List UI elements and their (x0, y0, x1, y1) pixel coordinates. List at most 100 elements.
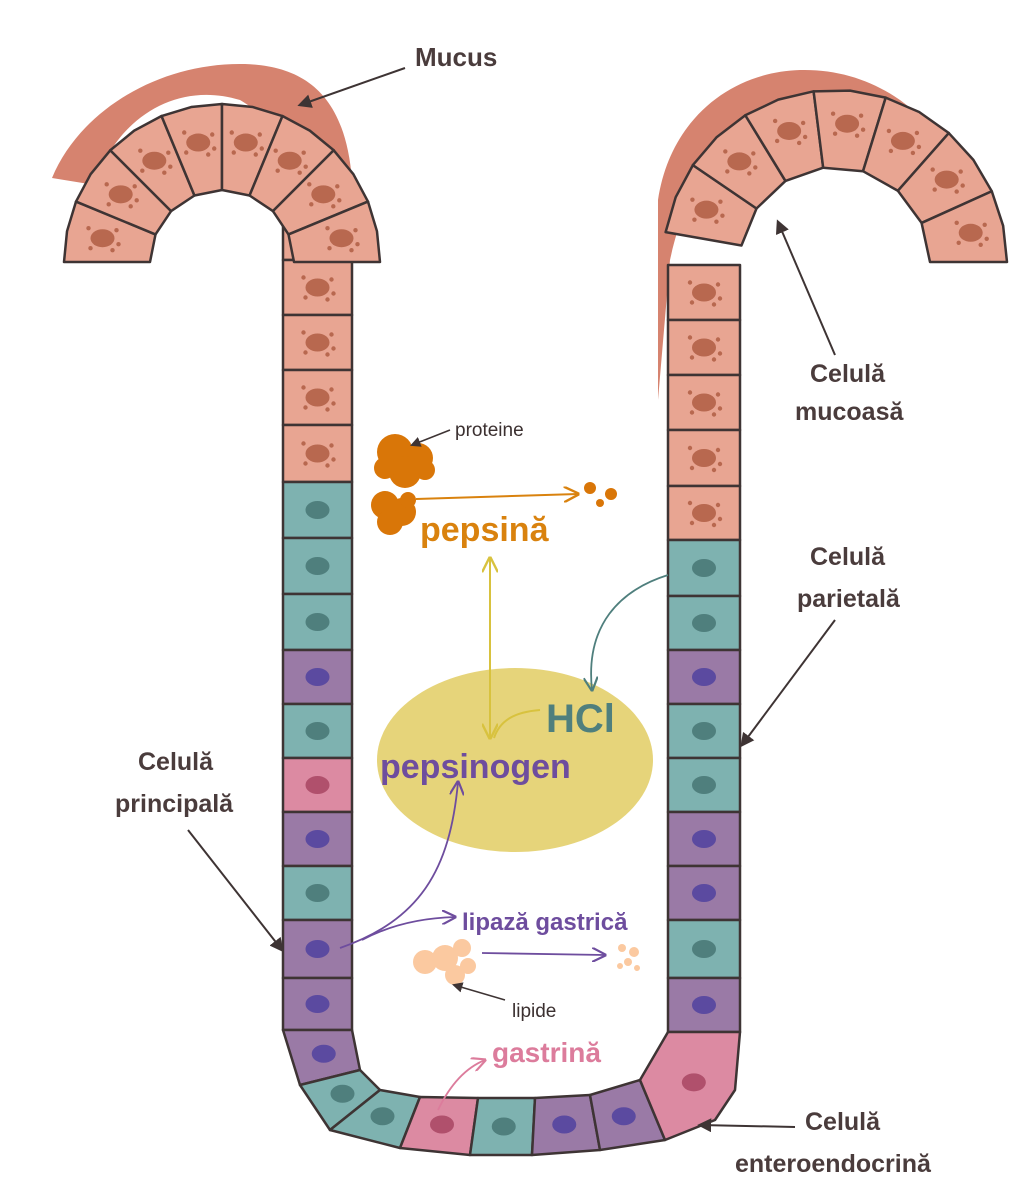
mucous-granule (832, 131, 838, 136)
mucous-granule (325, 226, 330, 231)
parietal-cell-label-line1: Celulă (810, 543, 886, 571)
mucous-granule (886, 128, 892, 134)
mucous-granule (954, 220, 959, 226)
mucous-granule (717, 296, 723, 301)
parietal-cell-nucleus (305, 501, 330, 519)
mucus-label: Mucus (415, 42, 497, 72)
mucous-granule (711, 467, 717, 473)
mucous-cell-nucleus (142, 151, 167, 170)
mucous-granule (206, 152, 211, 157)
lipid-fragments (617, 944, 640, 971)
mucous-granule (930, 167, 935, 172)
mucous-granule (231, 150, 236, 155)
mucous-granule (275, 168, 280, 173)
gastrin-label: gastrină (492, 1037, 601, 1068)
mucous-granule (303, 461, 308, 466)
mucous-granule (353, 228, 358, 233)
protein-blob-top (374, 434, 435, 488)
mucous-granule (689, 355, 695, 360)
chief-cell-nucleus (692, 996, 716, 1014)
lipase-secretion-arrow (361, 917, 455, 941)
mucous-granule (329, 332, 334, 337)
mucous-granule (692, 217, 697, 222)
mucous-granule (331, 291, 336, 296)
mucous-granule (301, 330, 306, 335)
mucous-granule (303, 405, 308, 410)
mucous-granule (355, 242, 360, 247)
mucus-pointer-arrow (297, 67, 406, 108)
mucous-granule (772, 118, 778, 124)
mucous-granule (717, 516, 723, 522)
mucous-cell-nucleus (835, 114, 860, 133)
mucous-granule (166, 150, 171, 155)
mucous-cell-nucleus (692, 449, 716, 467)
mucous-granule (725, 169, 730, 174)
mucous-granule (309, 202, 314, 207)
chief-cell-nucleus (692, 884, 716, 902)
mucous-granule (88, 246, 93, 251)
mucous-granule (958, 169, 963, 174)
pepsin-digestion-arrow (415, 494, 578, 499)
parietal-cell-nucleus (692, 559, 716, 577)
mucous-granule (689, 465, 695, 471)
parietal-cell-nucleus (305, 722, 330, 740)
parietal-cell-nucleus (305, 884, 330, 902)
hcl-secretion-arrow (591, 574, 669, 690)
pepsinogen-label: pepsinogen (380, 748, 571, 786)
mucous-cell-nucleus (277, 151, 302, 170)
chief-cell-label-line1: Celulă (138, 748, 214, 776)
mucous-granule (711, 522, 717, 528)
chief-cell-nucleus (305, 995, 330, 1013)
chief-cell-nucleus (692, 830, 716, 848)
mucous-granule (331, 457, 336, 462)
mucous-granule (718, 199, 723, 204)
protein-blob-bottom (371, 491, 416, 535)
enteroendocrine-cell-label-line1: Celulă (805, 1108, 881, 1136)
mucous-granule (711, 412, 717, 417)
lipid-blob (413, 939, 476, 985)
mucous-cell-nucleus (777, 121, 802, 140)
chief-cell-nucleus (552, 1115, 577, 1134)
mucous-granule (331, 401, 336, 406)
mucous-granule (297, 170, 302, 175)
chief-cell-nucleus (305, 830, 330, 848)
chief-cell-nucleus (311, 1044, 336, 1063)
mucous-granule (303, 295, 308, 300)
hcl-activation-arrow (493, 709, 541, 739)
mucous-granule (830, 111, 836, 116)
mucous-cell-nucleus (692, 393, 716, 412)
mucous-granule (982, 222, 987, 228)
parietal-cell-nucleus (370, 1107, 395, 1126)
lipids-pointer-arrow (451, 982, 506, 1001)
mucous-granule (715, 392, 721, 397)
mucous-granule (751, 151, 756, 156)
enteroendocrine-cell-label-line2: enteroendocrină (735, 1150, 932, 1178)
lipids-label: lipide (512, 1001, 556, 1022)
mucous-granule (984, 236, 989, 242)
mucous-cell-pointer-arrow (775, 219, 836, 356)
mucous-granule (796, 140, 802, 146)
mucous-granule (331, 204, 336, 209)
parietal-cell-nucleus (692, 614, 716, 632)
mucous-granule (331, 346, 336, 351)
mucous-granule (182, 130, 187, 135)
enteroendocrine-cell-pointer-arrow (697, 1118, 796, 1133)
mucous-cell-nucleus (305, 388, 330, 407)
mucous-granule (687, 280, 693, 285)
mucous-granule (715, 282, 721, 287)
mucous-cell-nucleus (305, 333, 330, 352)
mucous-granule (86, 226, 91, 231)
mucous-granule (307, 182, 312, 187)
mucous-granule (689, 410, 695, 415)
mucous-granule (687, 335, 693, 340)
parietal-cell-nucleus (692, 722, 716, 740)
mucous-granule (960, 183, 965, 188)
mucous-granule (690, 197, 695, 202)
mucous-cell-nucleus (186, 133, 211, 152)
mucous-granule (932, 187, 937, 192)
mucous-granule (253, 152, 258, 157)
mucous-granule (916, 144, 922, 150)
mucous-cell-nucleus (694, 200, 719, 219)
proteins-pointer-arrow (410, 429, 451, 447)
mucous-granule (325, 297, 330, 302)
